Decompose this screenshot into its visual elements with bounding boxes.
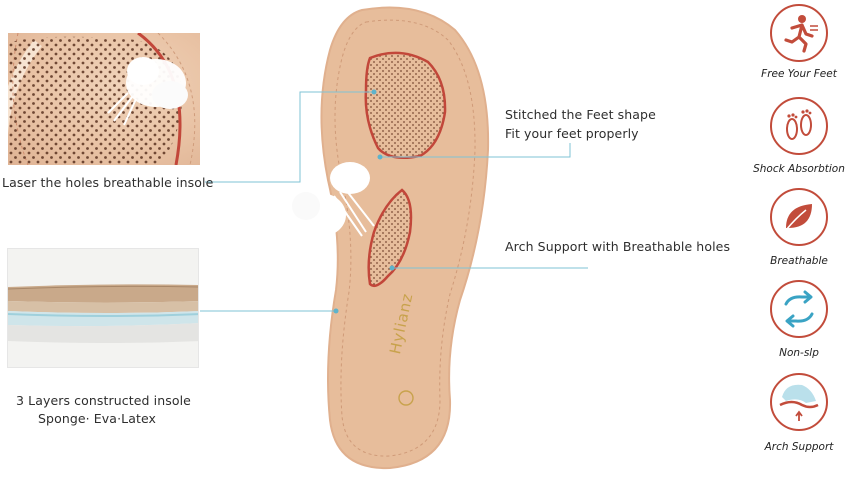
non-slip-badge xyxy=(770,280,828,338)
feature-label-non-slip: Non-slp xyxy=(779,347,819,359)
fur-tuft-graphic xyxy=(107,57,188,126)
breathable-badge xyxy=(770,188,828,246)
perforated-leather-photo xyxy=(8,33,200,165)
feature-label-breathable: Breathable xyxy=(770,255,828,267)
arch-support-label: Arch Support with Breathable holes xyxy=(505,239,731,254)
perforated-leather-illustration xyxy=(8,33,196,165)
shock-absorbtion-badge xyxy=(770,97,828,155)
arch-perforated-pad xyxy=(367,188,413,287)
brand-logo-circle xyxy=(398,390,414,406)
leaf-icon xyxy=(785,204,812,231)
free-your-feet-badge xyxy=(770,4,828,62)
layers-label-line2: Sponge· Eva·Latex xyxy=(38,411,157,426)
laser-holes-label: Laser the holes breathable insole xyxy=(2,175,214,190)
running-man-icon xyxy=(784,15,818,53)
layers-label-line1: 3 Layers constructed insole xyxy=(16,393,191,408)
forefoot-perforated-pad xyxy=(364,51,447,159)
layers-illustration xyxy=(8,249,198,367)
fur-puff-graphic xyxy=(292,162,375,237)
feature-label-free-your-feet: Free Your Feet xyxy=(761,68,837,80)
footprints-icon xyxy=(786,109,812,140)
arch-support-badge xyxy=(770,373,828,431)
layers-cross-section-photo xyxy=(7,248,199,368)
recycle-arrows-icon xyxy=(784,290,814,328)
stitched-label-line2: Fit your feet properly xyxy=(505,126,639,141)
arch-insole-icon xyxy=(779,384,819,421)
feature-label-arch-support: Arch Support xyxy=(764,441,834,453)
stitched-label-line1: Stitched the Feet shape xyxy=(505,107,656,122)
feature-label-shock-absorbtion: Shock Absorbtion xyxy=(753,163,845,175)
insole-illustration xyxy=(292,6,490,470)
